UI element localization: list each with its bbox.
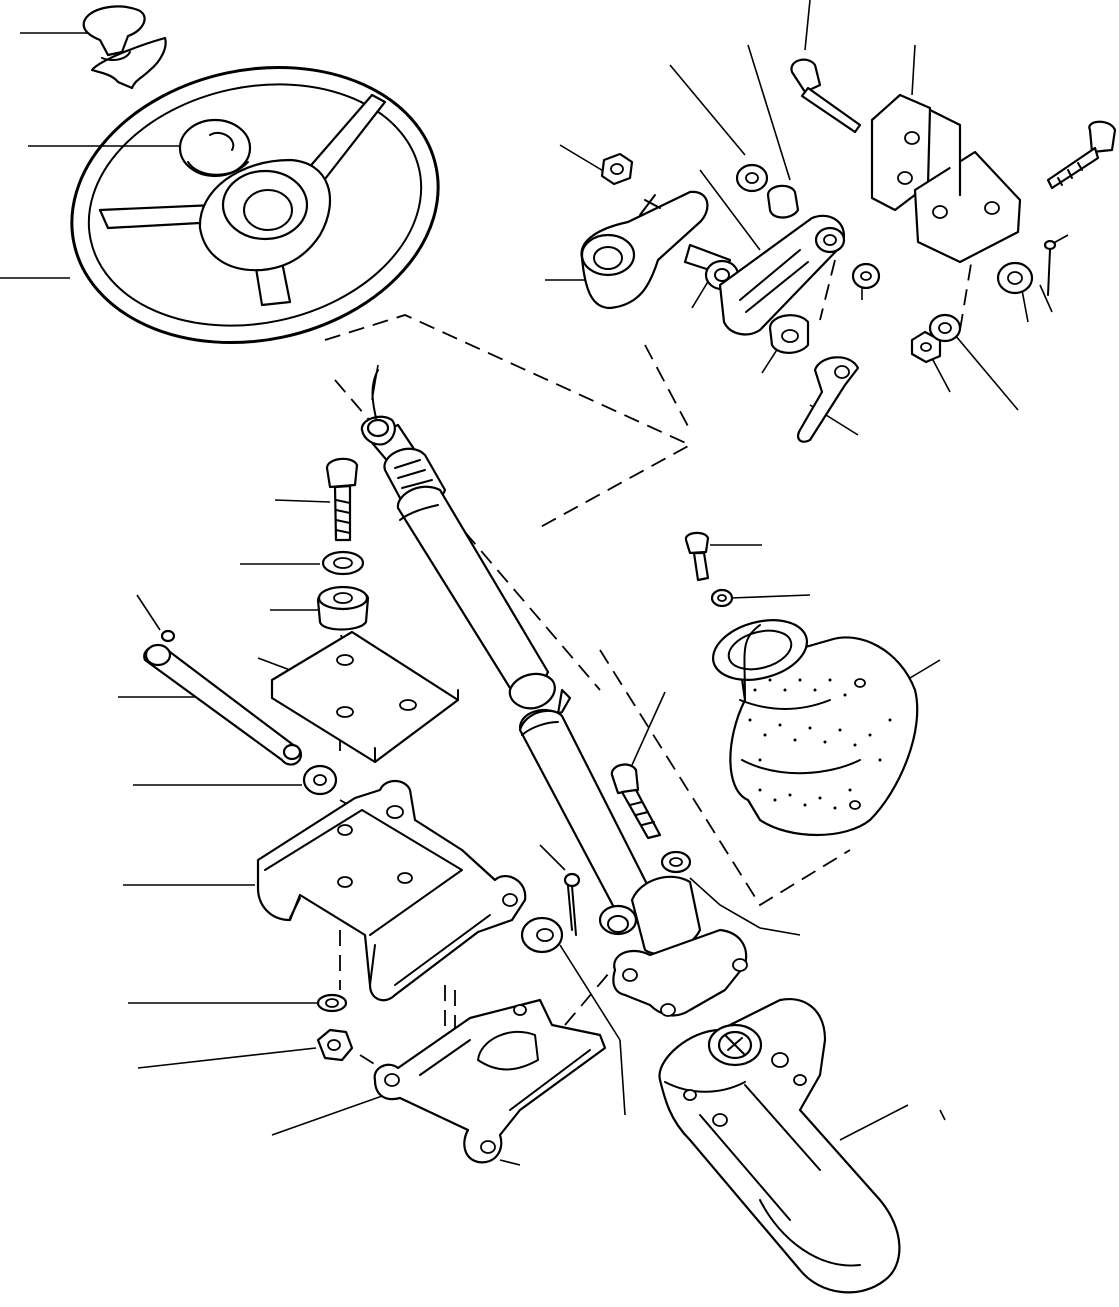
knob-icon (82, 5, 167, 90)
horn-cap-icon (178, 118, 252, 178)
boot-texture (748, 678, 892, 810)
bracket-icon (256, 779, 527, 1002)
pin-icon (143, 629, 338, 796)
bolt-stack (316, 457, 370, 631)
base-bracket-icon (373, 872, 607, 1164)
bracket-icon (718, 58, 862, 336)
bolt-by-shaft (610, 763, 692, 874)
lever-icon (768, 314, 860, 443)
steering-wheel-icon (70, 65, 440, 345)
clamp-icon (580, 152, 740, 310)
gearbox-icon (612, 928, 901, 1294)
nut-washer (316, 993, 354, 1062)
plate-icon (270, 630, 460, 764)
shaft-icon (360, 369, 702, 955)
boot-icon (684, 531, 919, 837)
mount-bracket (851, 93, 1117, 364)
